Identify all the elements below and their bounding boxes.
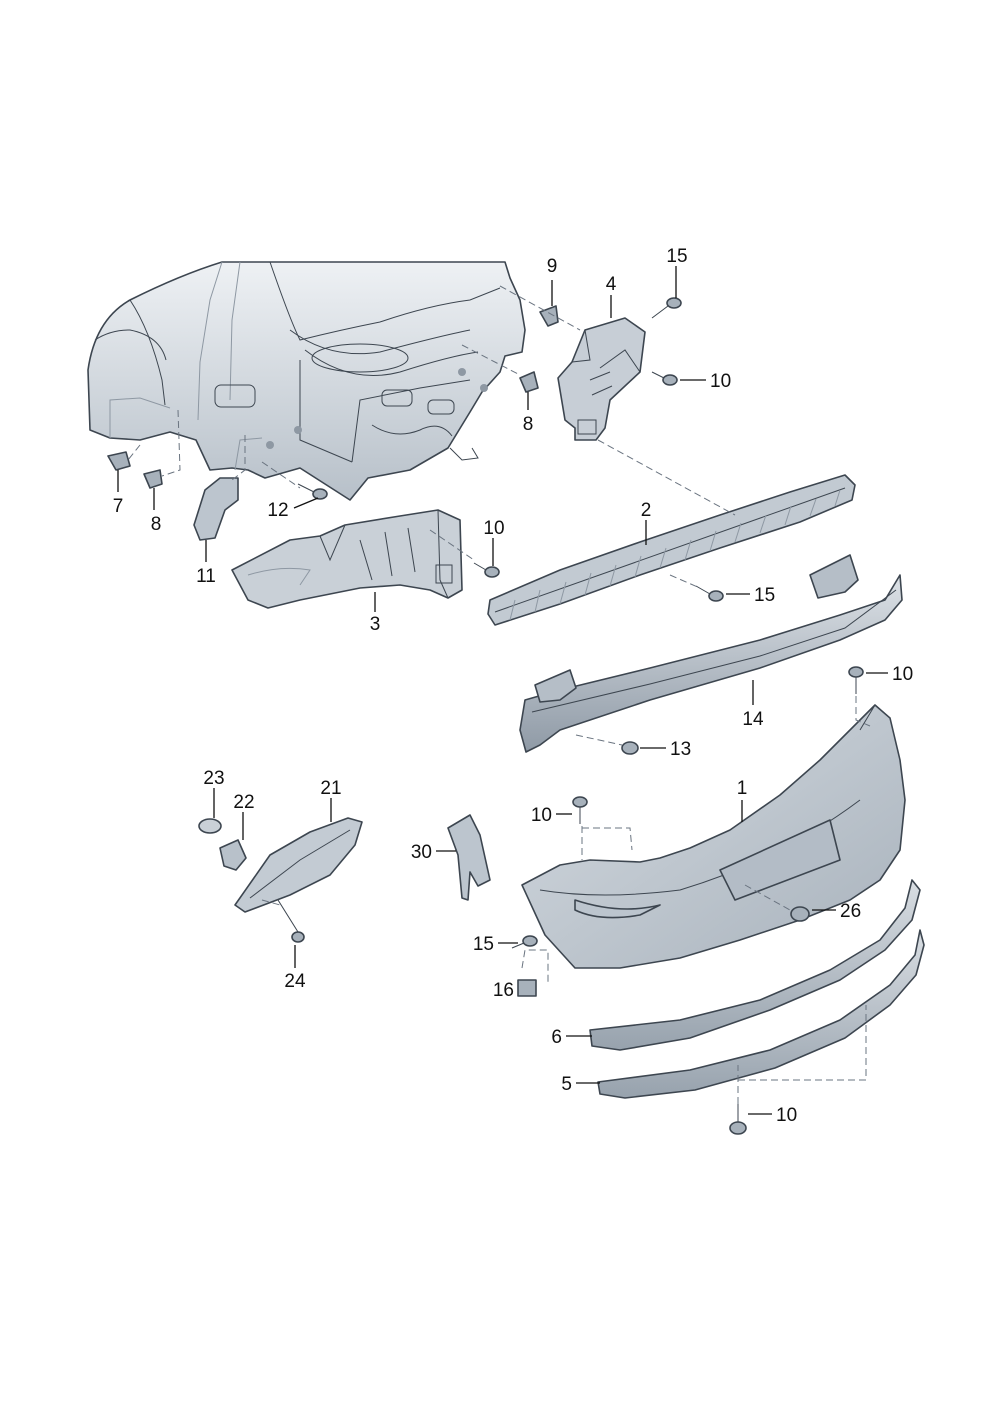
rear-body-panel — [87, 261, 526, 501]
callout-7: 7 — [113, 496, 124, 517]
bumper-reinforcement-14 — [519, 554, 903, 753]
screw-10-bottom — [729, 1104, 747, 1135]
screw-10-bracket — [651, 371, 678, 386]
callout-4: 4 — [606, 274, 617, 295]
impact-absorber-2 — [487, 474, 856, 626]
callout-2: 2 — [641, 500, 652, 521]
bracket-4 — [557, 317, 646, 441]
callout-12: 12 — [267, 500, 288, 521]
callout-5: 5 — [561, 1074, 572, 1095]
trim-strip-6 — [589, 879, 921, 1051]
callout-15-top: 15 — [666, 246, 687, 267]
screw-15-top — [651, 297, 682, 319]
nut-13 — [621, 741, 639, 755]
callout-10-right: 10 — [892, 664, 913, 685]
clip-8-mid — [519, 371, 539, 393]
clip-7 — [107, 451, 131, 471]
callout-26: 26 — [840, 901, 861, 922]
callout-23: 23 — [203, 768, 224, 789]
callout-9: 9 — [547, 256, 558, 277]
assembly-lines — [127, 285, 871, 1104]
screw-10-bumper — [572, 796, 588, 824]
callout-10-bumper: 10 — [531, 805, 552, 826]
clip-8-left — [143, 469, 163, 489]
callout-8-left: 8 — [151, 514, 162, 535]
screw-12 — [297, 483, 328, 500]
screw-15-mid — [695, 585, 724, 602]
callout-14: 14 — [742, 709, 764, 730]
nut-16 — [517, 979, 537, 997]
callout-15-mid: 15 — [754, 585, 775, 606]
callout-8-mid: 8 — [523, 414, 534, 435]
clip-26 — [790, 906, 810, 922]
grommet-23 — [198, 818, 222, 834]
screw-15-low — [511, 935, 538, 949]
callout-21: 21 — [320, 778, 341, 799]
bracket-30 — [447, 814, 491, 901]
bracket-3 — [231, 509, 463, 609]
callout-24: 24 — [284, 971, 306, 992]
callout-11: 11 — [196, 566, 216, 587]
clip-22 — [219, 839, 247, 871]
callout-3: 3 — [370, 614, 381, 635]
screws — [107, 297, 864, 1135]
callout-16: 16 — [493, 980, 514, 1001]
callout-30: 30 — [411, 842, 432, 863]
bolt-24 — [277, 899, 305, 943]
callout-10-bracket: 10 — [710, 371, 731, 392]
screw-10-right — [848, 666, 864, 694]
bumper-cover-1 — [521, 704, 906, 969]
callout-10-b3: 10 — [483, 518, 504, 539]
bracket-11 — [193, 477, 239, 541]
callout-labels: 9 4 15 10 8 7 8 12 11 10 3 2 15 10 14 13… — [113, 246, 913, 1126]
trim-strip-5 — [597, 929, 925, 1099]
cover-21 — [234, 817, 363, 913]
clip-9 — [539, 305, 559, 327]
callout-6: 6 — [551, 1027, 562, 1048]
callout-10-bottom: 10 — [776, 1105, 797, 1126]
callout-leaders — [117, 266, 888, 1115]
callout-13: 13 — [670, 739, 691, 760]
callout-22: 22 — [233, 792, 254, 813]
callout-1: 1 — [737, 778, 748, 799]
callout-15-low: 15 — [473, 934, 494, 955]
screw-10-b3 — [473, 562, 500, 578]
